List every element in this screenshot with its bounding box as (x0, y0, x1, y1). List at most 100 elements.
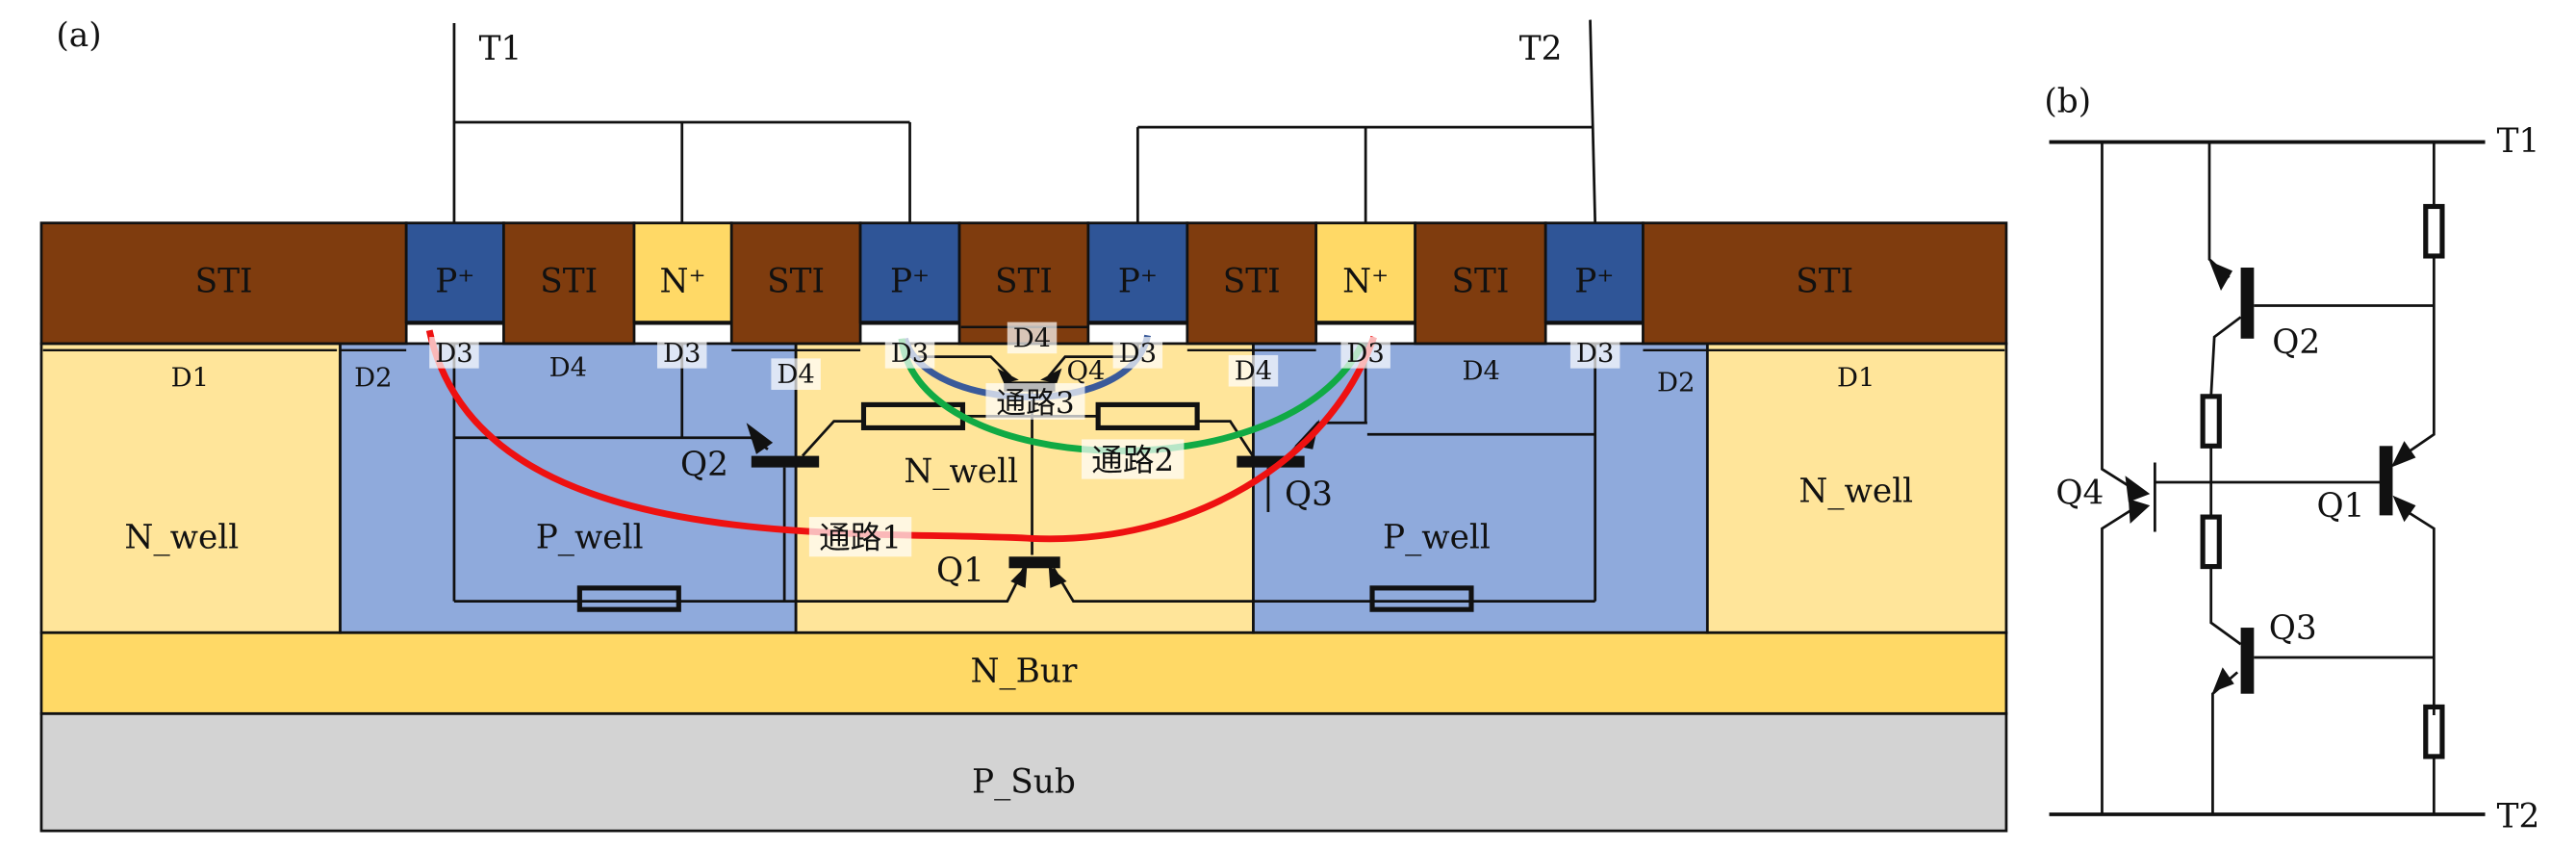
dimension-label-d4-2: D4 (777, 360, 814, 390)
n-well-left-label: N_well (124, 519, 239, 557)
q1-label-b: Q1 (2317, 487, 2365, 526)
dimension-label-d2-right: D2 (1657, 369, 1695, 399)
dimension-label-d3-3: D3 (891, 339, 929, 369)
top-segment-p-plus (404, 221, 505, 323)
top-segment-sti (1186, 221, 1318, 346)
q4b-arrow-top-icon (2125, 476, 2151, 502)
n-well-left (39, 342, 342, 634)
panel-b-label: (b) (2044, 83, 2091, 121)
top-segment-label: STI (995, 263, 1053, 301)
dimension-label-bg (1112, 337, 1163, 369)
wire-q2-base (801, 420, 864, 457)
dimension-label-bg (429, 337, 479, 369)
q1-arrow-right-icon (1048, 564, 1067, 588)
t1-rail-label: T1 (2497, 122, 2540, 161)
top-segment-sti (729, 221, 862, 346)
wire-b-q4-top (2101, 142, 2134, 491)
dimension-label-d3-6: D3 (1576, 339, 1614, 369)
dimension-label-bg (1340, 337, 1390, 369)
resistor-b-upper-mid (2200, 394, 2222, 449)
n-well-right (1705, 342, 2008, 634)
path2-label-bg (1082, 439, 1185, 479)
top-segment-p-plus (1543, 221, 1645, 323)
dimension-label-d1-left: D1 (171, 364, 209, 394)
resistor-pwell-left (576, 585, 681, 612)
wire-b-q3-emitter (2211, 671, 2239, 814)
panel-b: (b) T1 T2 Q4 Q2 Q3 (2044, 83, 2539, 836)
p-sub-region (39, 711, 2008, 833)
top-segment-label: P⁺ (1574, 263, 1614, 301)
top-segment-label: N⁺ (1342, 263, 1389, 301)
dimension-label-d4-center: D4 (1013, 323, 1051, 353)
q1b-arrow-bottom-icon (2392, 495, 2416, 523)
dimension-label-d4-3: D4 (1235, 357, 1272, 387)
dimension-label-bg (884, 337, 935, 369)
top-segment-label: STI (1796, 263, 1853, 301)
q3-base-bar (1237, 455, 1305, 468)
p-well-right-label: P_well (1383, 519, 1491, 557)
dimension-label-bg (1007, 322, 1058, 354)
q2-label-a: Q2 (680, 446, 728, 484)
wire-b-q2-emitter (2207, 142, 2231, 279)
t2-rail-label: T2 (2497, 798, 2540, 836)
q4b-arrow-bottom-icon (2128, 499, 2151, 524)
top-segment-n-plus (1314, 221, 1417, 323)
q1-arrow-left-icon (1010, 564, 1028, 588)
terminal-t1-label: T1 (479, 30, 523, 68)
dimension-label-bg (657, 337, 707, 369)
path1-label-bg (808, 517, 912, 557)
dimension-label-d3-4: D3 (1119, 339, 1157, 369)
q3b-emitter-arrow-icon (2212, 667, 2234, 692)
dimension-label-d3-2: D3 (663, 339, 701, 369)
wire-b-q1-emitter-top (2401, 255, 2436, 457)
path2-label: 通路2 (1091, 442, 1174, 478)
dimension-label-d4-4: D4 (1463, 357, 1500, 387)
q2-emitter-arrow-icon (746, 423, 774, 454)
top-segment-label: N⁺ (660, 263, 706, 301)
q3-label-b: Q3 (2269, 609, 2317, 648)
t2-lead (1589, 19, 1597, 223)
terminal-wiring: T1 T2 (452, 19, 1597, 223)
q1b-base-bar (2379, 446, 2393, 516)
wire-b-q1-emitter-bottom (2402, 507, 2436, 716)
top-segment-label: STI (767, 263, 825, 301)
resistor-b-lower-mid (2200, 514, 2222, 570)
wire-q3-base (1197, 420, 1257, 460)
top-segment-label: STI (1223, 263, 1281, 301)
panel-a-label: (a) (56, 16, 101, 55)
top-segment-label: P⁺ (890, 263, 930, 301)
q2b-emitter-arrow-icon (2209, 261, 2233, 292)
q2b-base-bar (2240, 267, 2255, 339)
p-sub-label: P_Sub (972, 763, 1076, 802)
dimension-label-bg (771, 358, 821, 390)
top-segment-label: P⁺ (435, 263, 474, 301)
q2-label-b: Q2 (2272, 323, 2320, 362)
top-segment-n-plus (632, 221, 733, 323)
resistor-b-upper-right (2423, 203, 2445, 259)
resistor-nwell-right (1095, 401, 1200, 431)
p-well-left-label: P_well (536, 519, 644, 557)
dimension-label-d3-1: D3 (435, 339, 472, 369)
q4-label-a: Q4 (1067, 357, 1106, 387)
dimension-label-bg (1228, 354, 1279, 387)
p-well-right (1252, 342, 1709, 634)
resistor-pwell-right (1369, 585, 1474, 612)
q4-label-b: Q4 (2055, 474, 2104, 512)
n-well-right-label: N_well (1798, 473, 1913, 511)
top-segment-label: P⁺ (1118, 263, 1158, 301)
n-well-center-label: N_well (904, 452, 1018, 491)
wire-b-q3-collector (2209, 566, 2242, 646)
q3b-base-bar (2240, 628, 2255, 694)
n-bur-label: N_Bur (971, 653, 1078, 691)
path1-label: 通路1 (819, 520, 902, 556)
top-segment-sti (502, 221, 636, 346)
path-labels: 通路3 通路2 通路1 (808, 383, 1185, 557)
n-bur-region (39, 630, 2008, 715)
path3-label-bg (985, 383, 1085, 420)
path3-label: 通路3 (996, 386, 1074, 421)
dimension-label-d3-5: D3 (1346, 339, 1384, 369)
dimension-label-d4-1: D4 (549, 353, 587, 383)
